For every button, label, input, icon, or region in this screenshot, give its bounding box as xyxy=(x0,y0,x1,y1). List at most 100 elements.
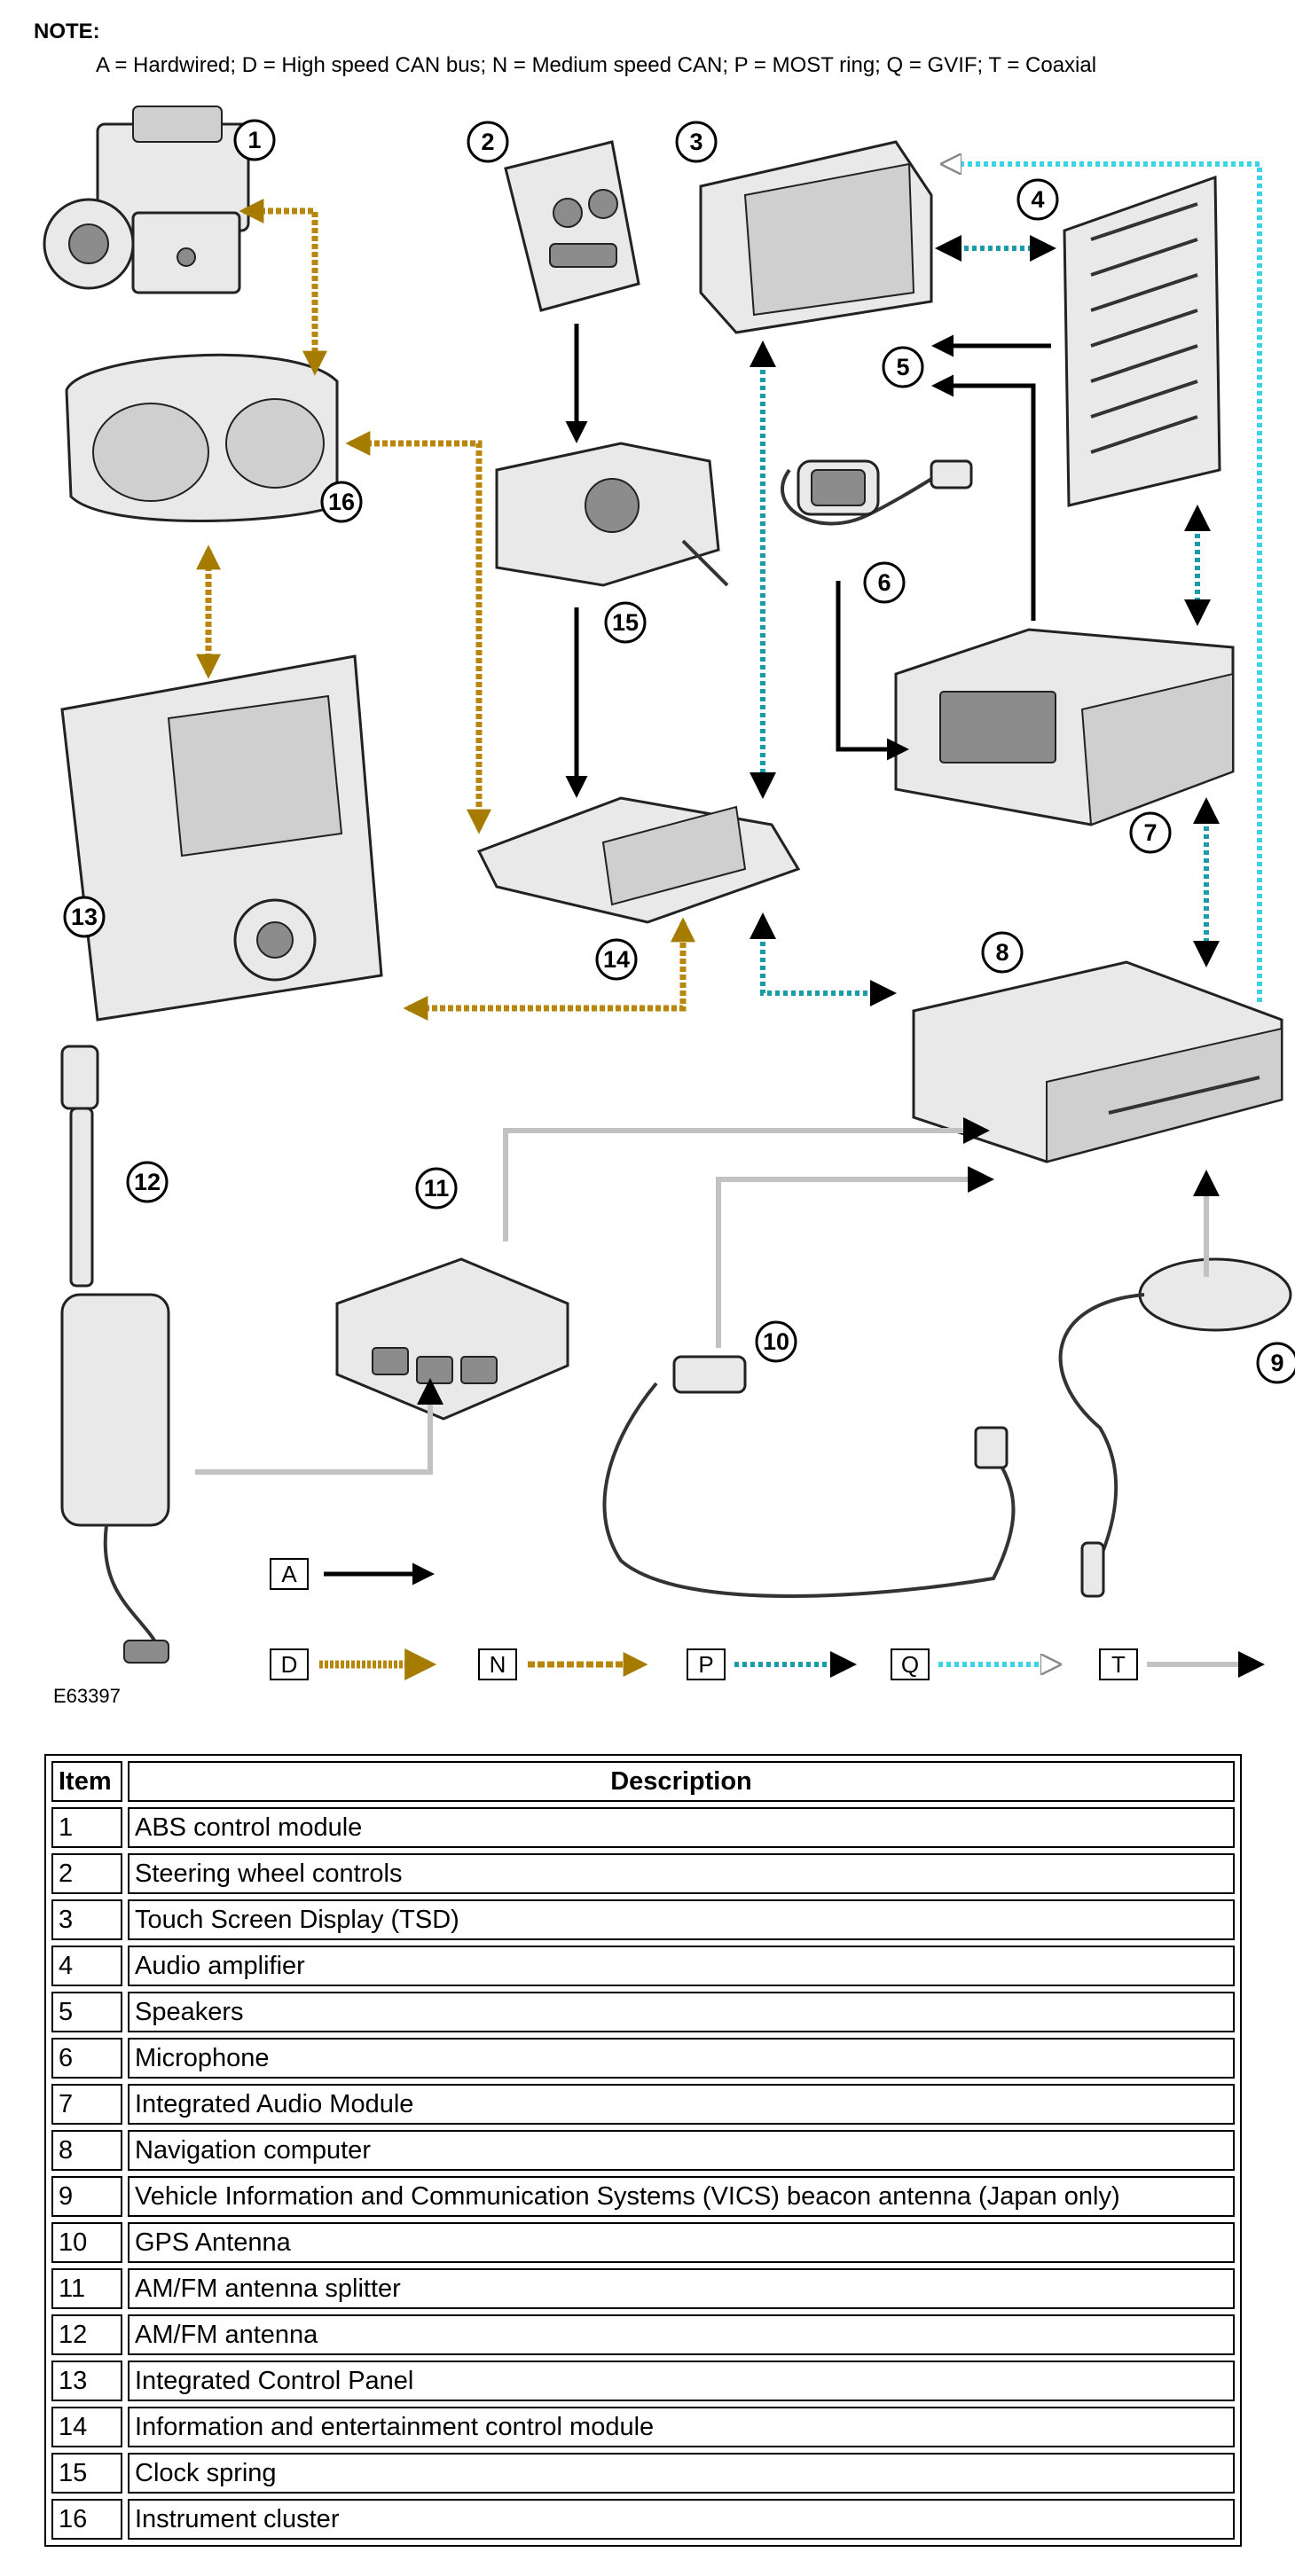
gps-antenna-drawing xyxy=(602,1355,1016,1598)
abs-module-drawing xyxy=(43,106,250,294)
item-description: AM/FM antenna splitter xyxy=(128,2268,1235,2309)
microphone-drawing xyxy=(781,459,973,526)
callout-14: 14 xyxy=(595,938,638,981)
antenna-splitter-drawing xyxy=(335,1257,569,1421)
item-description: Navigation computer xyxy=(128,2130,1235,2171)
item-description: Instrument cluster xyxy=(128,2499,1235,2540)
clock-spring-drawing xyxy=(495,442,729,587)
item-number: 8 xyxy=(51,2130,122,2171)
callout-7: 7 xyxy=(1129,811,1172,854)
svg-text:10: 10 xyxy=(763,1328,789,1355)
svg-text:13: 13 xyxy=(71,904,98,930)
item-description: Audio amplifier xyxy=(128,1946,1235,1986)
svg-text:8: 8 xyxy=(995,939,1009,966)
item-number: 7 xyxy=(51,2084,122,2125)
callout-3: 3 xyxy=(675,121,718,163)
steering-wheel-controls-drawing xyxy=(504,140,640,312)
item-number: 2 xyxy=(51,1853,122,1894)
item-description: Clock spring xyxy=(128,2453,1235,2494)
svg-text:T: T xyxy=(1111,1651,1126,1678)
item-description: ABS control module xyxy=(128,1807,1235,1848)
svg-text:5: 5 xyxy=(896,354,909,380)
navigation-computer-drawing xyxy=(912,960,1283,1163)
callout-16: 16 xyxy=(320,481,363,523)
header-description: Description xyxy=(128,1761,1235,1802)
svg-text:A: A xyxy=(281,1561,297,1587)
item-number: 4 xyxy=(51,1946,122,1986)
callout-6: 6 xyxy=(863,561,906,604)
item-description: Information and entertainment control mo… xyxy=(128,2407,1235,2447)
legend-p: P xyxy=(687,1648,857,1680)
legend-d: D xyxy=(270,1648,437,1680)
item-description: Integrated Control Panel xyxy=(128,2361,1235,2401)
integrated-control-panel-drawing xyxy=(60,654,383,1022)
svg-text:11: 11 xyxy=(424,1175,450,1202)
callout-1: 1 xyxy=(233,119,276,161)
instrument-cluster-drawing xyxy=(65,353,339,522)
callout-5: 5 xyxy=(882,346,924,388)
item-number: 3 xyxy=(51,1899,122,1940)
item-description: Steering wheel controls xyxy=(128,1853,1235,1894)
link-nav-tsd-gvif xyxy=(945,164,1262,1002)
item-number: 13 xyxy=(51,2361,122,2401)
link-microphone-iam xyxy=(836,581,909,761)
item-description: Integrated Audio Module xyxy=(128,2084,1235,2125)
system-diagram: 1 2 3 4 5 6 7 8 9 10 11 12 13 14 15 16 A… xyxy=(0,89,1295,1711)
link-antenna-splitter xyxy=(195,1378,443,1475)
svg-text:12: 12 xyxy=(134,1169,161,1195)
legend-n: N xyxy=(478,1648,648,1680)
link-cluster-iecm xyxy=(345,431,491,834)
callout-15: 15 xyxy=(604,601,647,644)
item-description: Vehicle Information and Communication Sy… xyxy=(128,2176,1235,2217)
link-iecm-nav xyxy=(750,912,897,1006)
note-text: A = Hardwired; D = High speed CAN bus; N… xyxy=(96,53,1097,77)
svg-text:7: 7 xyxy=(1143,819,1157,846)
item-number: 11 xyxy=(51,2268,122,2309)
callout-8: 8 xyxy=(981,931,1024,974)
item-number: 6 xyxy=(51,2038,122,2079)
link-abs-cluster xyxy=(239,199,327,376)
infotainment-control-module-drawing xyxy=(476,796,801,924)
svg-text:1: 1 xyxy=(247,127,261,153)
item-number: 1 xyxy=(51,1807,122,1848)
svg-text:9: 9 xyxy=(1270,1350,1283,1376)
svg-text:6: 6 xyxy=(877,569,891,596)
item-number: 15 xyxy=(51,2453,122,2494)
svg-text:16: 16 xyxy=(328,489,355,515)
link-iam-speakers xyxy=(931,374,1036,621)
svg-text:15: 15 xyxy=(612,609,639,636)
vics-beacon-antenna-drawing xyxy=(1058,1257,1292,1598)
legend-t: T xyxy=(1099,1648,1265,1680)
legend-a: A xyxy=(270,1558,435,1590)
item-number: 12 xyxy=(51,2314,122,2355)
callout-10: 10 xyxy=(755,1320,797,1363)
svg-text:3: 3 xyxy=(689,129,702,155)
link-icp-iecm xyxy=(403,917,695,1021)
svg-text:D: D xyxy=(281,1651,298,1678)
callout-11: 11 xyxy=(415,1167,458,1210)
svg-text:N: N xyxy=(490,1651,506,1678)
svg-text:4: 4 xyxy=(1031,186,1044,213)
item-number: 10 xyxy=(51,2222,122,2263)
audio-amplifier-drawing xyxy=(1063,175,1221,507)
item-description: Touch Screen Display (TSD) xyxy=(128,1899,1235,1940)
item-description: Microphone xyxy=(128,2038,1235,2079)
svg-text:2: 2 xyxy=(481,129,494,155)
integrated-audio-module-drawing xyxy=(894,628,1235,826)
callout-4: 4 xyxy=(1016,178,1059,221)
item-number: 14 xyxy=(51,2407,122,2447)
callout-9: 9 xyxy=(1256,1342,1295,1384)
